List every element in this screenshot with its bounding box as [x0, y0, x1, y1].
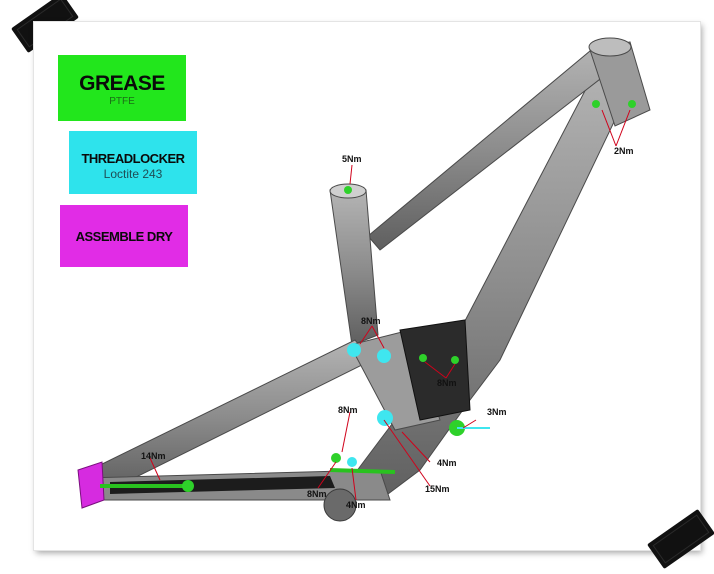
- link-pivot-left: [347, 343, 361, 357]
- legend-threadlocker-sub: Loctite 243: [103, 167, 163, 181]
- torque-main-pivot-right: 4Nm: [437, 458, 457, 468]
- head-tube-top: [588, 37, 632, 57]
- shock-bolt-2: [451, 356, 459, 364]
- torque-lower-mid: 4Nm: [346, 500, 366, 510]
- torque-seatclamp: 5Nm: [342, 154, 362, 164]
- lower-pivot-axle: [329, 468, 396, 474]
- bottom-bracket: [323, 488, 357, 522]
- legend-threadlocker: THREADLOCKER Loctite 243: [69, 131, 197, 194]
- lower-pivot-1: [331, 453, 341, 463]
- headtube-bolt-right: [628, 100, 636, 108]
- torque-lower-left: 8Nm: [307, 489, 327, 499]
- down-tube: [349, 61, 637, 501]
- legend-threadlocker-title: THREADLOCKER: [81, 151, 185, 166]
- legend-grease-title: GREASE: [79, 72, 165, 95]
- axle-nut: [182, 480, 194, 492]
- rear-dropout: [77, 461, 105, 509]
- torque-headtube: 2Nm: [614, 146, 634, 156]
- torque-bb-pivot: 15Nm: [425, 484, 450, 494]
- chainstay-protector: [110, 476, 335, 494]
- link-pivot-right: [377, 349, 391, 363]
- leader-lines: [149, 109, 631, 501]
- torque-shock-bolt: 3Nm: [487, 407, 507, 417]
- legend-assemble-dry: ASSEMBLE DRY: [60, 205, 188, 267]
- legend-grease: GREASE PTFE: [58, 55, 186, 121]
- shock-bolt-1: [419, 354, 427, 362]
- seatclamp-bolt: [344, 186, 352, 194]
- torque-shock-mount: 8Nm: [437, 378, 457, 388]
- lower-pivot-2: [347, 457, 357, 467]
- main-pivot: [377, 410, 393, 426]
- seat-stay: [89, 339, 373, 491]
- legend-assemble-dry-title: ASSEMBLE DRY: [75, 229, 173, 244]
- torque-link-upper: 8Nm: [361, 316, 381, 326]
- headtube-bolt-left: [592, 100, 600, 108]
- legend-grease-sub: PTFE: [109, 96, 135, 107]
- torque-main-pivot-left: 8Nm: [338, 405, 358, 415]
- torque-axle: 14Nm: [141, 451, 166, 461]
